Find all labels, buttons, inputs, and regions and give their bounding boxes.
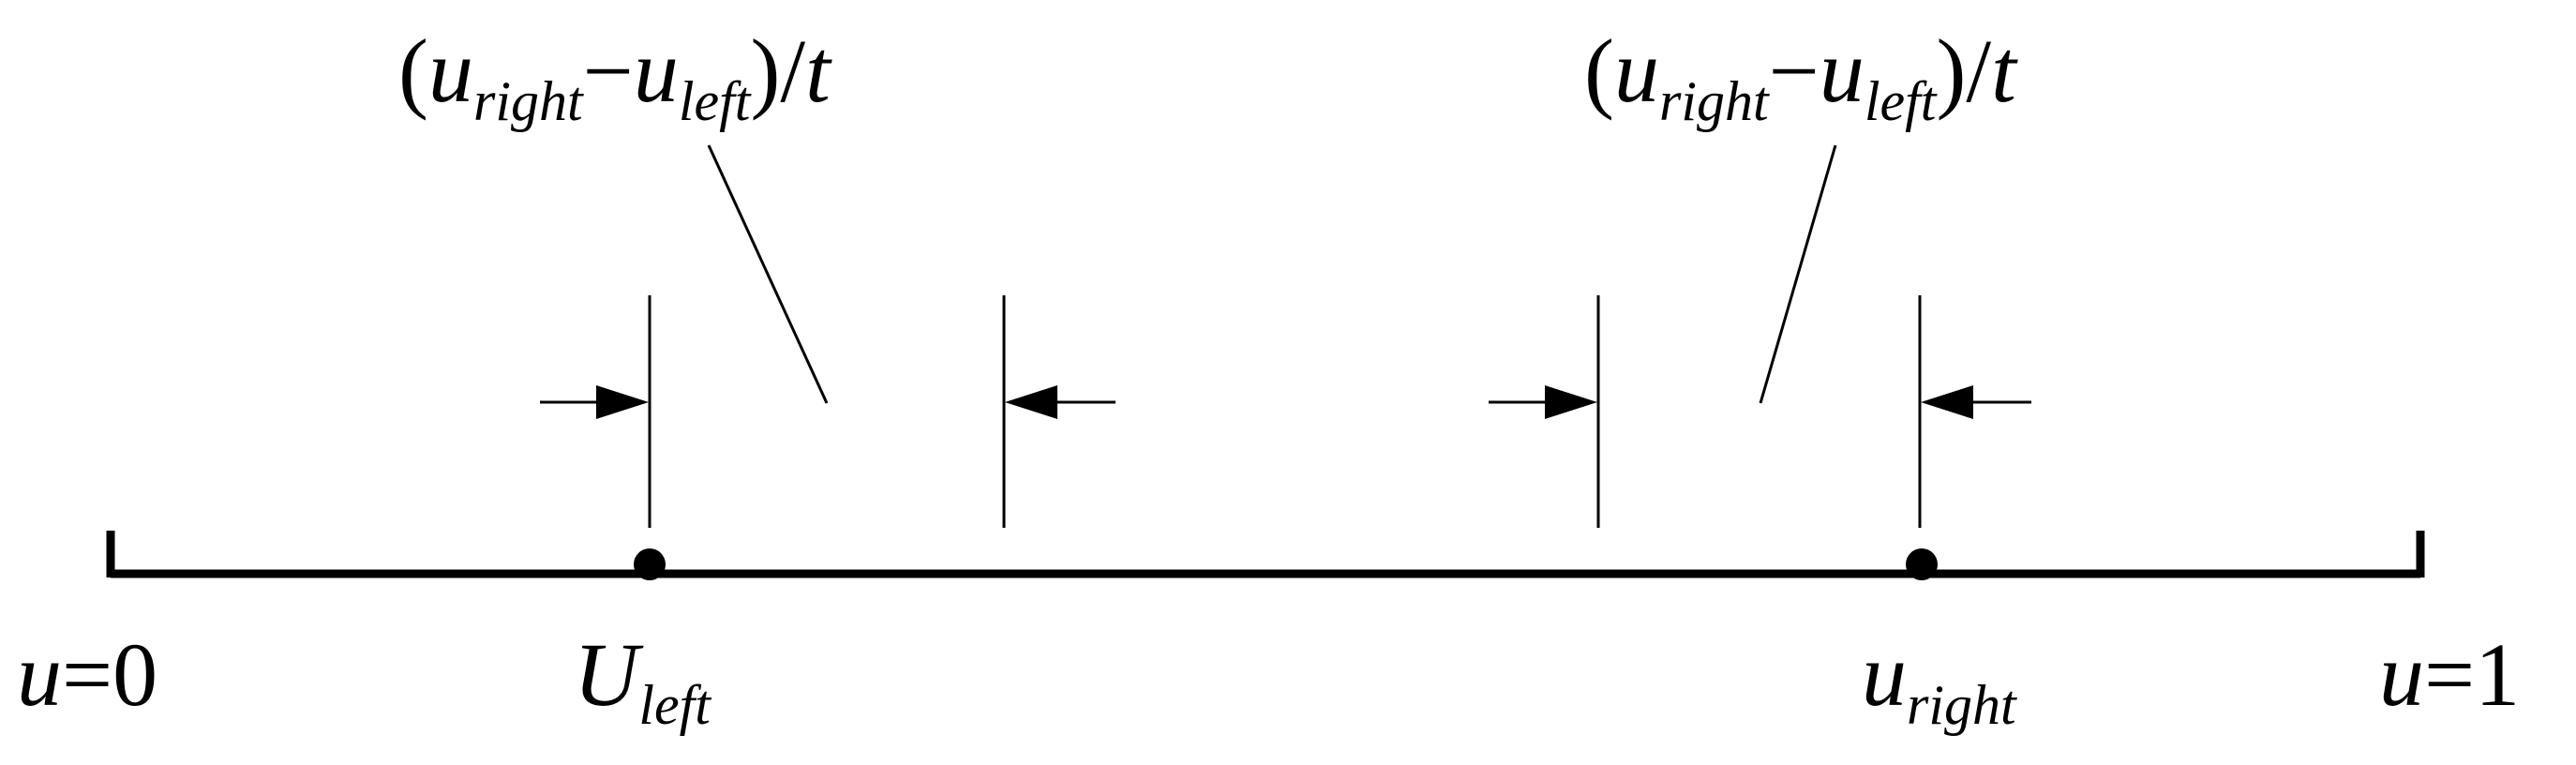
arrow-left-2	[1921, 385, 2031, 419]
leader-line-1	[707, 144, 829, 404]
point-u-right	[1906, 548, 1938, 580]
point-label-u-left: Uleft	[574, 624, 711, 736]
interval-markers	[648, 295, 1922, 528]
interval-label-1: (uright−uleft)/t	[398, 21, 832, 132]
arrows	[540, 385, 2031, 419]
leader-lines	[707, 144, 1837, 404]
axis-start-label: u=0	[17, 624, 157, 725]
leader-line-2	[1759, 144, 1837, 404]
point-u-left	[634, 548, 666, 580]
arrow-left-1	[1005, 385, 1116, 419]
arrow-right-1	[540, 385, 649, 419]
axis-end-label: u=1	[2379, 624, 2520, 725]
arrow-right-2	[1489, 385, 1597, 419]
interval-label-2: (uright−uleft)/t	[1584, 21, 2018, 132]
point-label-u-right: uright	[1862, 624, 2017, 736]
axis	[106, 531, 2425, 578]
